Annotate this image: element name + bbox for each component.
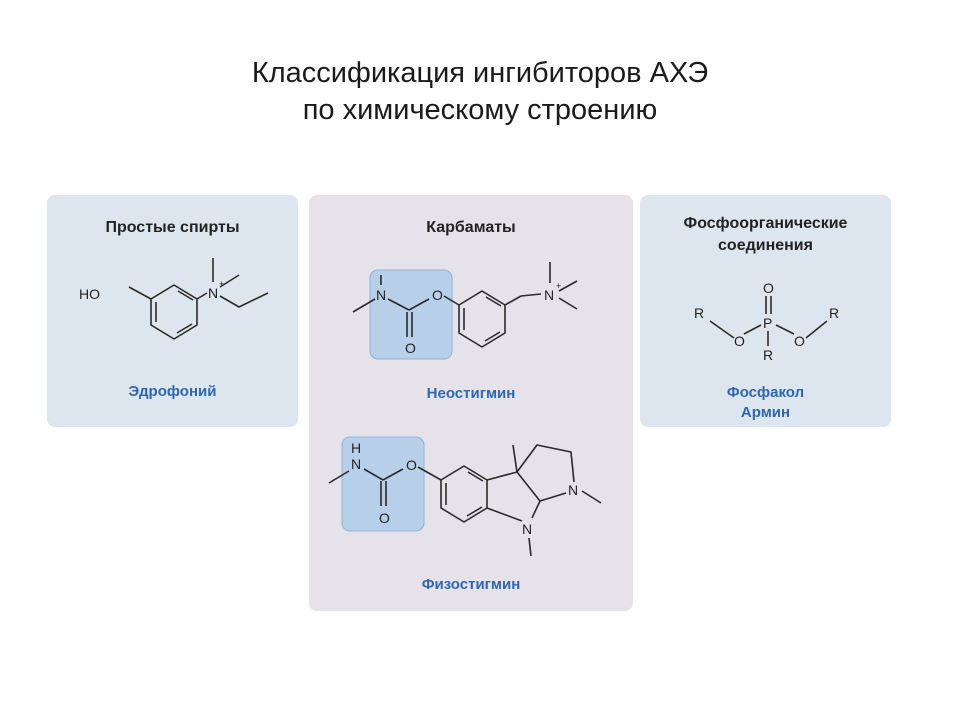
atom-o: O	[794, 333, 805, 349]
panel-heading: Фосфоорганические соединения	[640, 213, 891, 257]
benzene-ring	[440, 465, 488, 523]
atom-o: O	[763, 280, 774, 296]
atom-o: O	[734, 333, 745, 349]
atom-n: N	[351, 456, 361, 472]
panel-carbamates: Карбаматы N O O N + Неостигмин H N	[309, 195, 633, 611]
panel-organophosphates: Фосфоорганические соединения O P R O R O…	[640, 195, 891, 427]
charge-plus: +	[219, 279, 224, 289]
atom-o: O	[432, 287, 443, 303]
panel-heading: Карбаматы	[426, 219, 516, 236]
compound-name-physostigmine: Физостигмин	[421, 576, 521, 593]
panel-simple-alcohols: Простые спирты HO N + Эдрофоний	[47, 195, 298, 427]
atom-o: O	[405, 340, 416, 356]
atom-r: R	[694, 305, 704, 321]
atom-n: N	[544, 287, 554, 303]
compound-name-phosphacol: Фосфакол	[726, 384, 805, 401]
atom-n: N	[208, 285, 218, 301]
atom-n: N	[522, 521, 532, 537]
benzene-ring	[458, 290, 506, 348]
compound-name-armin: Армин	[740, 404, 791, 421]
panel-heading: Простые спирты	[105, 219, 240, 236]
atom-o: O	[406, 457, 417, 473]
panel-heading-line-1: Фосфоорганические	[683, 215, 848, 232]
benzene-ring	[150, 284, 198, 340]
atom-n: N	[376, 287, 386, 303]
compound-name-neostigmine: Неостигмин	[426, 385, 516, 402]
charge-plus: +	[556, 281, 561, 291]
slide-title: Классификация ингибиторов АХЭ по химичес…	[0, 55, 960, 129]
atom-o: O	[379, 510, 390, 526]
neostigmine-structure: N O O N +	[352, 262, 578, 360]
atom-h: H	[351, 440, 361, 456]
atom-r: R	[763, 347, 773, 363]
carbamate-highlight	[369, 269, 453, 360]
panel-heading-line-2: соединения	[718, 237, 813, 254]
slide-title-line-1: Классификация ингибиторов АХЭ	[251, 57, 709, 89]
slide-title-line-2: по химическому строению	[302, 94, 658, 126]
atom-n: N	[568, 482, 578, 498]
atom-ho: HO	[79, 286, 100, 302]
carbamate-highlight	[341, 436, 425, 532]
compound-name-edrophonium: Эдрофоний	[128, 383, 217, 400]
atom-r: R	[829, 305, 839, 321]
physostigmine-structure: H N O O N N	[328, 436, 602, 557]
organophosphate-structure: O P R O R O R	[694, 280, 839, 363]
atom-p: P	[763, 315, 772, 331]
edrophonium-structure: HO N +	[79, 258, 269, 340]
